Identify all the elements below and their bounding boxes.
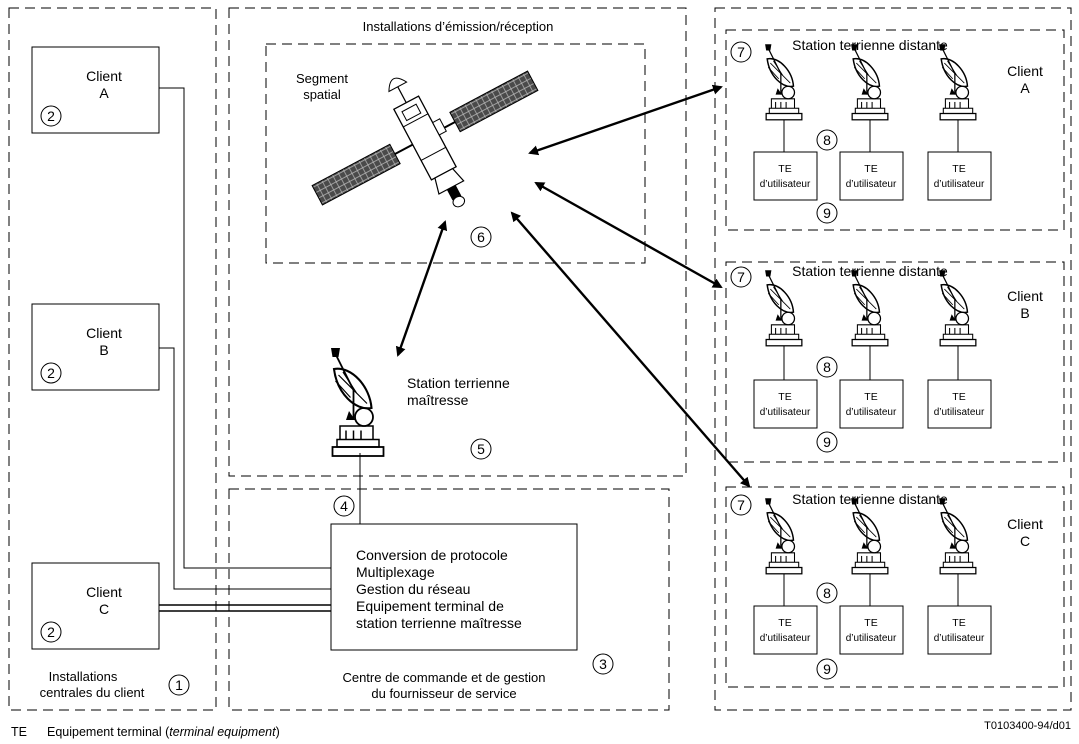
remote-c-te-1-sub: d’utilisateur — [760, 633, 811, 644]
remote-a-marker-te: 9 — [823, 205, 831, 221]
line-client-a — [159, 88, 331, 568]
master-station-label-2: maîtresse — [407, 392, 469, 408]
remote-b-te-1-label: TE — [778, 391, 791, 403]
client-c-label: Client — [86, 584, 122, 600]
client-b-letter: B — [99, 342, 108, 358]
master-station-dish-icon — [331, 348, 384, 456]
remote-c-te-3-label: TE — [952, 617, 965, 629]
client-a-label: Client — [86, 68, 122, 84]
remote-a-dish-1-icon — [765, 44, 802, 120]
legend-abbr: TE — [11, 725, 47, 739]
remote-a-client-letter: A — [1020, 80, 1030, 96]
svg-text:centrales du client: centrales du client — [40, 685, 145, 700]
client-c-letter: C — [99, 601, 109, 617]
remote-a-te-1-sub: d’utilisateur — [760, 179, 811, 190]
remote-c-client-label: Client — [1007, 516, 1043, 532]
link-master-satellite — [398, 222, 445, 355]
function-multiplexing: Multiplexage — [356, 564, 435, 580]
remote-a-client-label: Client — [1007, 63, 1043, 79]
remote-c-title: Station terrienne distante — [792, 491, 948, 507]
remote-c-client-letter: C — [1020, 533, 1030, 549]
client-a-marker: 2 — [47, 108, 55, 124]
remote-b-client-label: Client — [1007, 288, 1043, 304]
client-a-letter: A — [99, 85, 109, 101]
legend-italic: terminal equipment — [169, 725, 275, 739]
function-protocol-conversion: Conversion de protocole — [356, 547, 508, 563]
svg-text:du fournisseur de service: du fournisseur de service — [371, 686, 516, 701]
remote-b-te-3-sub: d’utilisateur — [934, 407, 985, 418]
remote-c-marker-link: 8 — [823, 585, 831, 601]
remote-a-dish-2-icon — [851, 44, 888, 120]
function-network-management: Gestion du réseau — [356, 581, 470, 597]
remote-b-te-2-sub: d’utilisateur — [846, 407, 897, 418]
remote-a-te-2-label: TE — [864, 163, 877, 175]
remote-c-marker-station: 7 — [737, 497, 745, 513]
remote-c-dish-3-icon — [939, 498, 976, 574]
remote-a-te-1-label: TE — [778, 163, 791, 175]
functions-box: Conversion de protocole Multiplexage Ges… — [331, 524, 577, 650]
control-centre-label: Centre de commande et de gestion du four… — [342, 670, 545, 701]
remote-station-b: 7 Station terrienne distante Client B 8 … — [731, 263, 1043, 452]
remote-b-te-1-sub: d’utilisateur — [760, 407, 811, 418]
remote-c-dish-2-icon — [851, 498, 888, 574]
legend-close: ) — [276, 725, 280, 739]
client-box-b: Client B 2 — [32, 304, 159, 390]
legend-text: Equipement terminal ( — [47, 725, 169, 739]
connection-marker: 4 — [340, 498, 348, 514]
remote-b-dish-2-icon — [851, 270, 888, 346]
client-box-a: Client A 2 — [32, 47, 159, 133]
client-c-marker: 2 — [47, 624, 55, 640]
remote-c-te-3-sub: d’utilisateur — [934, 633, 985, 644]
space-segment-label-2: spatial — [303, 87, 341, 102]
remote-c-te-1-label: TE — [778, 617, 791, 629]
client-premises-marker: 1 — [175, 677, 183, 693]
remote-b-dish-1-icon — [765, 270, 802, 346]
svg-text:Installations: Installations — [49, 669, 118, 684]
remote-b-marker-link: 8 — [823, 359, 831, 375]
client-premises-label: Installations centrales du client 1 — [40, 669, 189, 700]
master-station-marker: 5 — [477, 441, 485, 457]
remote-a-te-3-label: TE — [952, 163, 965, 175]
link-satellite-station-c — [512, 213, 749, 486]
remote-c-te-2-label: TE — [864, 617, 877, 629]
remote-c-dish-1-icon — [765, 498, 802, 574]
space-segment-marker: 6 — [477, 229, 485, 245]
link-satellite-station-a — [530, 87, 721, 153]
master-station-label: Station terrienne — [407, 375, 510, 391]
remote-a-marker-link: 8 — [823, 132, 831, 148]
function-master-station: station terrienne maîtresse — [356, 615, 522, 631]
remote-a-dish-3-icon — [939, 44, 976, 120]
control-centre-marker: 3 — [599, 656, 607, 672]
figure-reference: T0103400-94/d01 — [984, 720, 1071, 732]
remote-b-dish-3-icon — [939, 270, 976, 346]
remote-station-a: 7 Station terrienne distante Client A 8 … — [731, 37, 1043, 223]
remote-b-title: Station terrienne distante — [792, 263, 948, 279]
function-terminal-equipment: Equipement terminal de — [356, 598, 504, 614]
svg-text:Centre de commande et de gesti: Centre de commande et de gestion — [342, 670, 545, 685]
remote-b-te-2-label: TE — [864, 391, 877, 403]
remote-c-marker-te: 9 — [823, 661, 831, 677]
remote-b-marker-station: 7 — [737, 269, 745, 285]
remote-a-marker-station: 7 — [737, 44, 745, 60]
client-b-label: Client — [86, 325, 122, 341]
remote-b-client-letter: B — [1020, 305, 1029, 321]
remote-b-te-3-label: TE — [952, 391, 965, 403]
tx-rx-label: Installations d’émission/réception — [363, 19, 554, 34]
remote-a-title: Station terrienne distante — [792, 37, 948, 53]
space-segment-label: Segment — [296, 71, 348, 86]
remote-a-te-3-sub: d’utilisateur — [934, 179, 985, 190]
client-b-marker: 2 — [47, 365, 55, 381]
client-box-c: Client C 2 — [32, 563, 159, 649]
remote-b-marker-te: 9 — [823, 434, 831, 450]
satellite-icon — [286, 22, 569, 264]
remote-a-te-2-sub: d’utilisateur — [846, 179, 897, 190]
remote-station-c: 7 Station terrienne distante Client C 8 … — [731, 491, 1043, 679]
line-client-b — [159, 348, 331, 589]
remote-c-te-2-sub: d’utilisateur — [846, 633, 897, 644]
